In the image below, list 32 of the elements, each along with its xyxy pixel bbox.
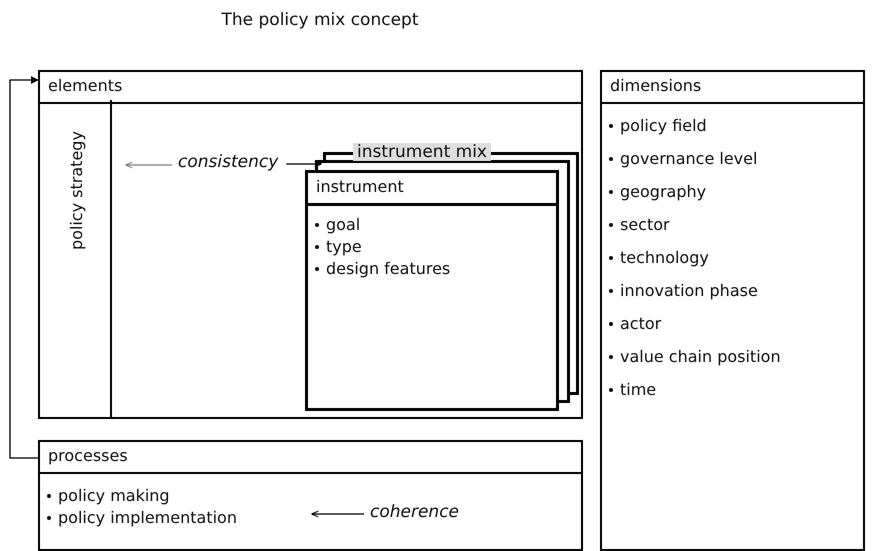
arrow	[124, 162, 172, 168]
section-heading: elements	[40, 72, 581, 104]
connector-arrow	[9, 76, 39, 459]
section-box	[38, 440, 583, 551]
relation-label: consistency	[178, 152, 278, 176]
bullet-item: geography	[608, 182, 706, 201]
relation-label: coherence	[370, 502, 460, 526]
bullet-item: innovation phase	[608, 281, 758, 300]
section-box	[38, 70, 583, 419]
bullet-item: technology	[608, 248, 709, 267]
section-box	[600, 70, 865, 551]
instrument-stack	[305, 146, 580, 412]
bullet-item: goal	[314, 215, 360, 234]
instrument-card	[305, 170, 559, 411]
section-heading: processes	[40, 442, 581, 474]
section-heading: dimensions	[602, 72, 863, 104]
bullet-item: policy making	[46, 486, 170, 505]
stack-label: instrument mix	[353, 143, 491, 161]
diagram-title: The policy mix concept	[220, 10, 420, 30]
bullet-item: design features	[314, 259, 450, 278]
band-label: policy strategy	[66, 131, 87, 250]
bullet-item: governance level	[608, 149, 758, 168]
arrow	[310, 510, 364, 518]
bullet-item: policy implementation	[46, 508, 237, 527]
arrow	[286, 160, 322, 168]
bullet-item: policy field	[608, 116, 707, 135]
bullet-item: time	[608, 380, 656, 399]
section-heading: instrument	[308, 173, 556, 206]
bullet-item: type	[314, 237, 362, 256]
bullet-item: sector	[608, 215, 670, 234]
bullet-item: actor	[608, 314, 662, 333]
bullet-item: value chain position	[608, 347, 781, 366]
